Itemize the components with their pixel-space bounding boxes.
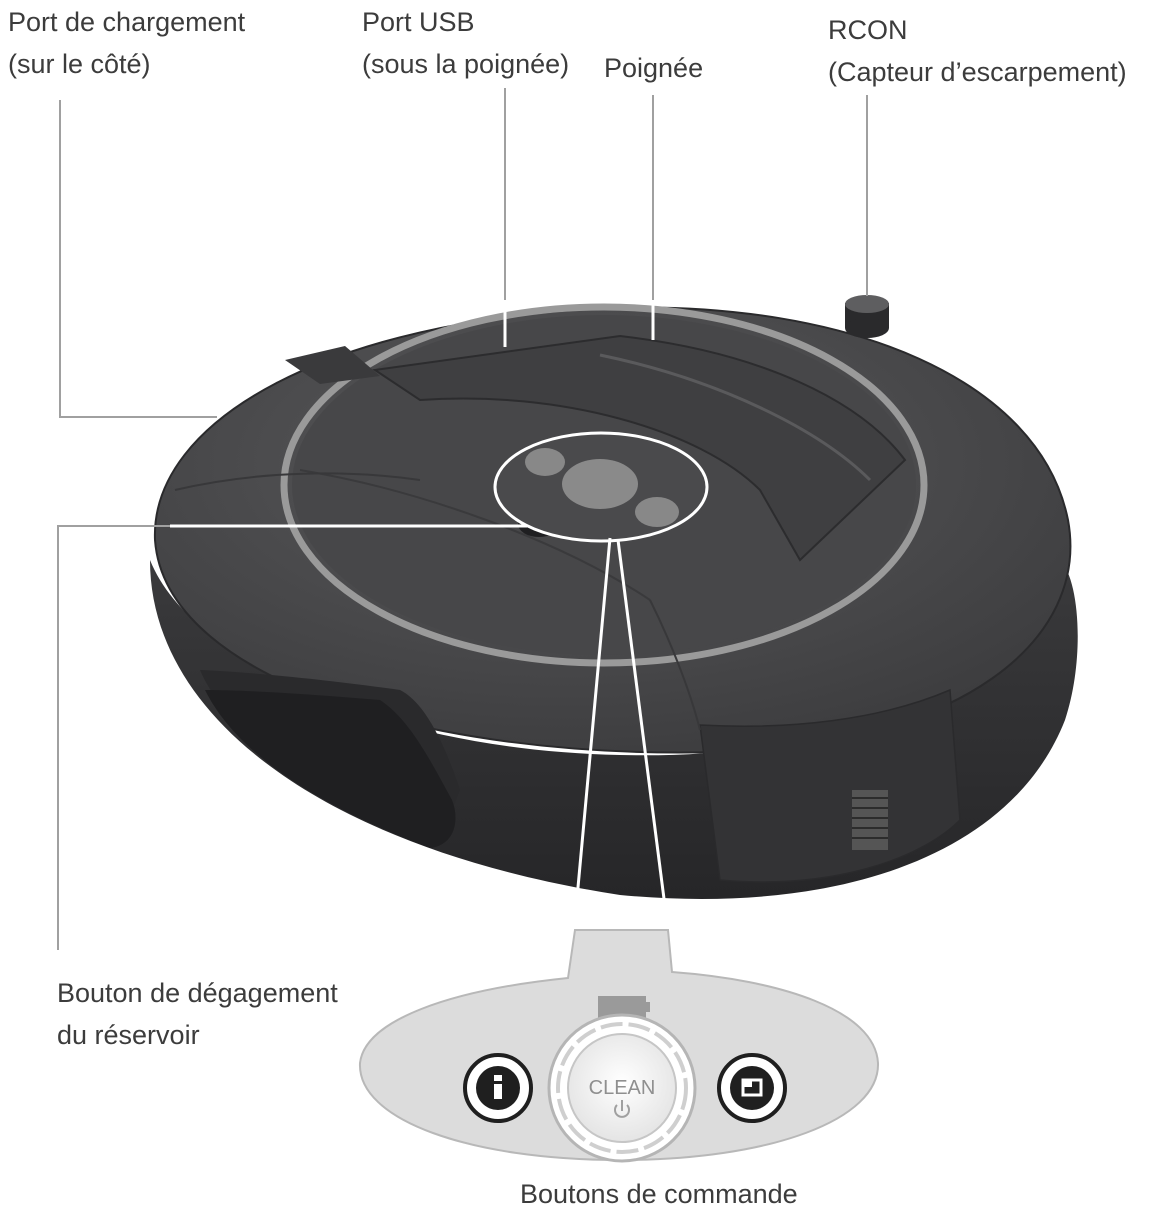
robot-button-right: [635, 497, 679, 527]
bumper-opening: [205, 690, 456, 848]
robot-button-left: [525, 448, 565, 476]
side-module: [699, 688, 961, 883]
handle: [372, 334, 907, 562]
robot-button-center: [562, 459, 638, 509]
label-tank-release: Bouton de dégagement du réservoir: [57, 978, 338, 1050]
leader-charging-port: [59, 100, 217, 418]
label-usb-port: Port USB (sous la poignée): [362, 7, 570, 79]
label-rcon: RCON (Capteur d’escarpement): [828, 15, 1127, 87]
power-icon: [614, 1100, 630, 1118]
clean-label: CLEAN: [589, 1077, 656, 1099]
label-controls: Boutons de commande: [520, 1179, 798, 1209]
leader-controls-right: [616, 539, 670, 931]
rcon-sensor: [845, 295, 889, 338]
top-ring: [280, 303, 928, 667]
dock-icon: [730, 1066, 774, 1110]
label-handle: Poignée: [604, 53, 704, 83]
robot-body: [150, 295, 1078, 899]
info-button: [463, 1053, 533, 1123]
clean-button: CLEAN: [547, 1013, 697, 1163]
control-panel-callout: CLEAN: [358, 929, 880, 1163]
vent-grille: [852, 790, 888, 850]
label-charging-port: Port de chargement (sur le côté): [8, 7, 246, 79]
dock-button: [717, 1053, 787, 1123]
leader-lines: [57, 88, 868, 950]
leader-controls-left: [573, 537, 612, 921]
battery-indicator-icon: [598, 996, 646, 1018]
